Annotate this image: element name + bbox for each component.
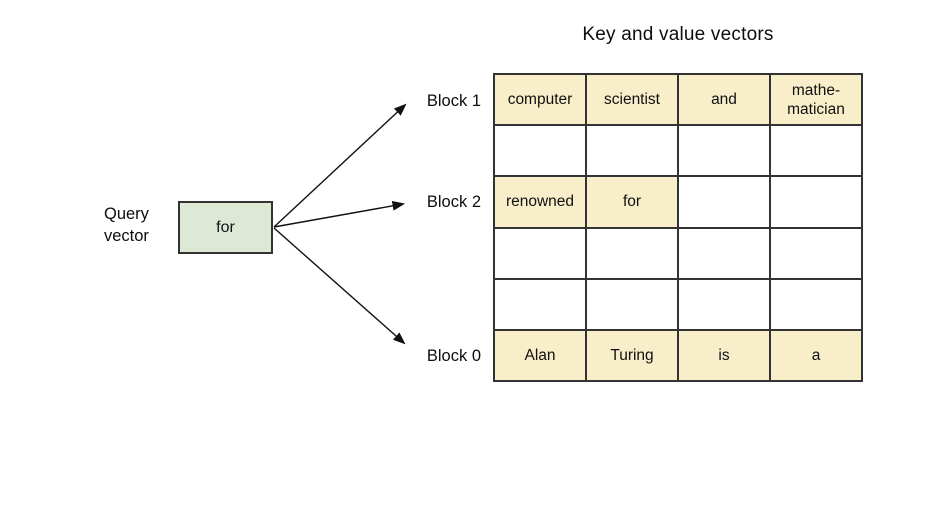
kv-cell: computer — [495, 75, 585, 125]
kv-cell — [679, 177, 769, 227]
kv-cell: and — [679, 75, 769, 125]
kv-cell — [771, 279, 861, 329]
kv-cell — [495, 228, 585, 278]
kv-cell: renowned — [495, 177, 585, 227]
kv-cell — [679, 126, 769, 176]
kv-cell — [771, 228, 861, 278]
kv-cell — [679, 228, 769, 278]
kv-cell — [587, 228, 677, 278]
kv-cell: Turing — [587, 330, 677, 380]
query-token-text: for — [216, 218, 235, 236]
kv-cell — [587, 126, 677, 176]
kv-cell: for — [587, 177, 677, 227]
kv-cell — [495, 126, 585, 176]
diagram-title: Key and value vectors — [582, 24, 774, 45]
kv-cell: is — [679, 330, 769, 380]
kv-cell: Alan — [495, 330, 585, 380]
query-vector-label: Query vector — [104, 205, 149, 245]
block-label-2: Block 2 — [426, 193, 481, 211]
kv-cell: scientist — [587, 75, 677, 125]
kv-cache-table: computer scientist and mathe- matician r… — [493, 73, 863, 382]
query-token-box: for — [178, 201, 273, 254]
kv-cell — [771, 126, 861, 176]
kv-cell: mathe- matician — [771, 75, 861, 125]
kv-cell: a — [771, 330, 861, 380]
block-label-0: Block 0 — [426, 347, 481, 365]
block-label-1: Block 1 — [426, 92, 481, 110]
arrow-to-block-0 — [273, 227, 406, 345]
kv-cell — [771, 177, 861, 227]
kv-cell — [587, 279, 677, 329]
kv-cell — [495, 279, 585, 329]
kv-cell — [679, 279, 769, 329]
